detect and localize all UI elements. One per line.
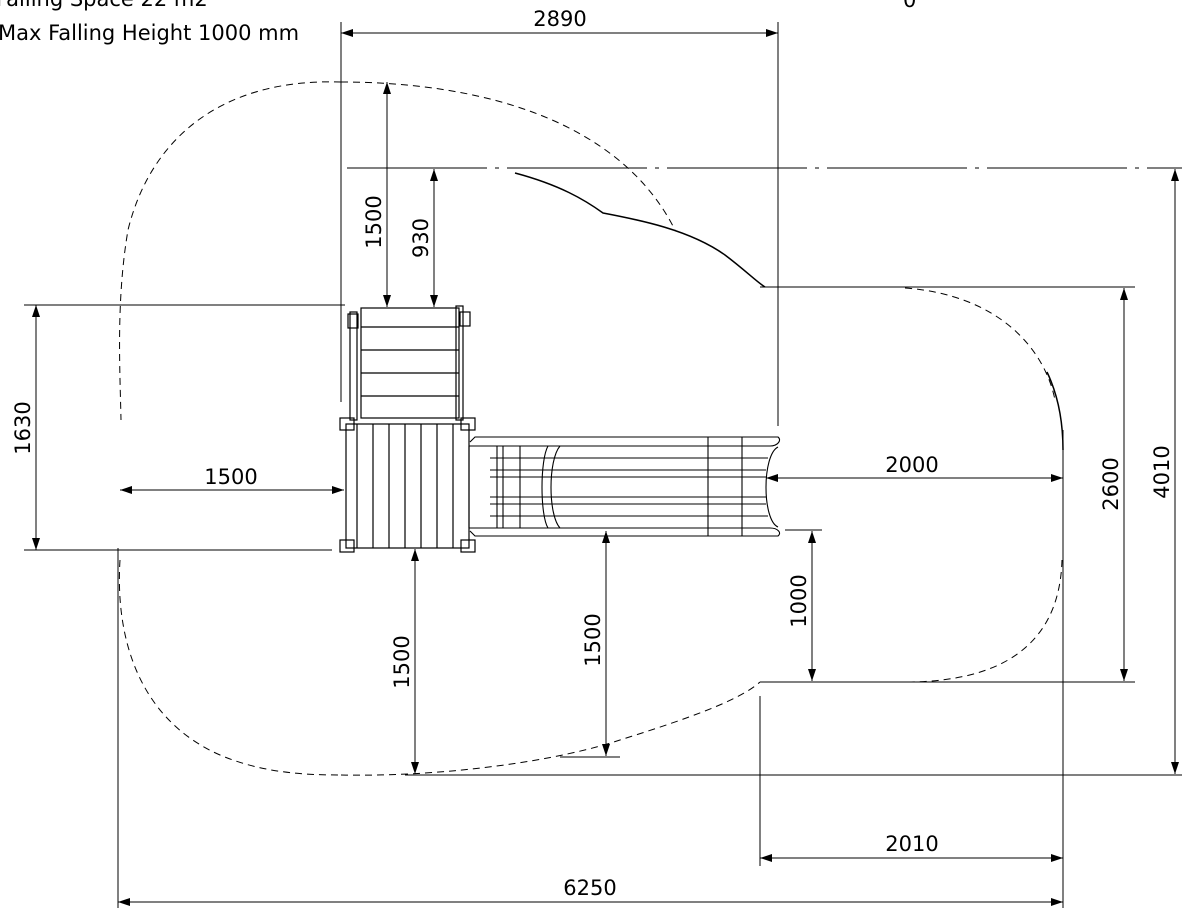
dim-left-height: 1630 — [11, 401, 35, 454]
dim-slide-bottom-clearance: 1500 — [581, 613, 605, 666]
safety-zone-outline — [118, 81, 1063, 776]
dim-slide-bottom-gap: 1000 — [787, 574, 811, 627]
dim-overall-width: 6250 — [563, 876, 616, 900]
dim-stair-depth-inner: 930 — [409, 218, 433, 258]
dim-left-clearance: 1500 — [204, 465, 257, 489]
dim-slide-clearance: 2000 — [885, 453, 938, 477]
extension-lines — [24, 22, 1182, 908]
dim-platform-bottom-clearance: 1500 — [390, 635, 414, 688]
corner-mark-label: 0 — [903, 0, 916, 12]
slide — [468, 436, 781, 537]
dim-bottom-right-width: 2010 — [885, 832, 938, 856]
platform — [339, 417, 476, 553]
staircase — [347, 305, 471, 421]
dim-top-width: 2890 — [533, 7, 586, 31]
falling-space-label: Falling Space 22 m2 — [0, 0, 208, 11]
safety-zone-solid-arcs — [514, 172, 1064, 451]
dimension-lines — [32, 29, 1179, 906]
dim-slide-side-height: 2600 — [1099, 457, 1123, 510]
max-falling-height-label: Max Falling Height 1000 mm — [0, 21, 299, 45]
dim-stair-depth-outer: 1500 — [362, 195, 386, 248]
dim-overall-height: 4010 — [1150, 445, 1174, 498]
